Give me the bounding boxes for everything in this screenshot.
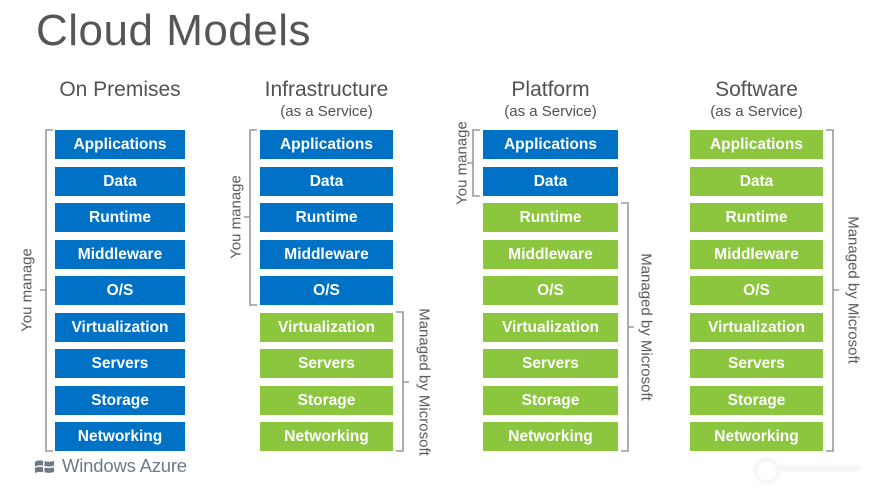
- layer-box-storage: Storage: [55, 385, 185, 415]
- managed-bracket-software: [826, 129, 839, 452]
- windows-azure-logo: Windows Azure: [34, 455, 187, 477]
- layer-box-servers: Servers: [483, 349, 618, 378]
- layer-box-runtime: Runtime: [260, 203, 393, 232]
- managed-label-platform: Managed by Microsoft: [637, 253, 655, 401]
- column-title: Platform: [511, 78, 590, 101]
- layer-box-applications: Applications: [260, 130, 393, 159]
- layer-box-runtime: Runtime: [483, 203, 618, 232]
- layer-box-middleware: Middleware: [55, 239, 185, 269]
- layer-box-applications: Applications: [483, 130, 618, 159]
- column-title: Infrastructure: [264, 78, 389, 101]
- layer-box-middleware: Middleware: [260, 239, 393, 269]
- column-header-infrastructure: Infrastructure (as a Service): [260, 78, 393, 120]
- column-header-software: Software (as a Service): [690, 78, 823, 120]
- column-header-platform: Platform (as a Service): [483, 78, 618, 120]
- you-manage-label-on-premises: You manage: [18, 248, 36, 332]
- layer-box-o-s: O/S: [55, 276, 185, 305]
- you-manage-label-infrastructure: You manage: [227, 175, 245, 259]
- layer-box-applications: Applications: [690, 130, 823, 159]
- column-subtitle: (as a Service): [710, 103, 803, 120]
- layer-box-o-s: O/S: [690, 276, 823, 305]
- column-title: Software: [715, 78, 798, 101]
- layer-box-o-s: O/S: [483, 276, 618, 305]
- layer-box-middleware: Middleware: [483, 239, 618, 269]
- you-manage-label-platform: You manage: [453, 121, 471, 205]
- page-title: Cloud Models: [36, 6, 312, 55]
- column-title: On Premises: [59, 78, 181, 101]
- layer-box-virtualization: Virtualization: [690, 312, 823, 342]
- layer-box-runtime: Runtime: [55, 203, 185, 232]
- layer-box-applications: Applications: [55, 130, 185, 159]
- layer-box-networking: Networking: [483, 422, 618, 451]
- you-manage-bracket-on-premises: [40, 129, 53, 452]
- layer-box-data: Data: [55, 166, 185, 196]
- layer-box-servers: Servers: [260, 349, 393, 378]
- managed-bracket-platform: [621, 202, 634, 452]
- layer-box-storage: Storage: [260, 385, 393, 415]
- layer-box-data: Data: [690, 166, 823, 196]
- watermark-mark: [754, 458, 780, 484]
- layer-box-runtime: Runtime: [690, 203, 823, 232]
- layer-box-virtualization: Virtualization: [483, 312, 618, 342]
- layer-box-storage: Storage: [483, 385, 618, 415]
- layer-box-virtualization: Virtualization: [55, 312, 185, 342]
- layer-box-servers: Servers: [690, 349, 823, 378]
- windows-flag-icon: [34, 460, 55, 474]
- you-manage-bracket-infrastructure: [244, 129, 257, 306]
- layer-box-data: Data: [260, 166, 393, 196]
- layer-box-o-s: O/S: [260, 276, 393, 305]
- managed-bracket-infrastructure: [396, 311, 409, 452]
- layer-box-networking: Networking: [260, 422, 393, 451]
- layer-box-middleware: Middleware: [690, 239, 823, 269]
- managed-label-software: Managed by Microsoft: [844, 216, 862, 364]
- layer-box-networking: Networking: [690, 422, 823, 451]
- layer-box-virtualization: Virtualization: [260, 312, 393, 342]
- watermark: [754, 456, 866, 484]
- windows-azure-logo-text: Windows Azure: [62, 455, 187, 476]
- layer-box-storage: Storage: [690, 385, 823, 415]
- managed-label-infrastructure: Managed by Microsoft: [415, 308, 433, 456]
- column-header-on-premises: On Premises: [55, 78, 185, 103]
- watermark-text-blur: [780, 465, 860, 472]
- column-subtitle: (as a Service): [280, 103, 373, 120]
- layer-box-data: Data: [483, 166, 618, 196]
- layer-box-networking: Networking: [55, 422, 185, 451]
- column-subtitle: (as a Service): [504, 103, 597, 120]
- layer-box-servers: Servers: [55, 349, 185, 378]
